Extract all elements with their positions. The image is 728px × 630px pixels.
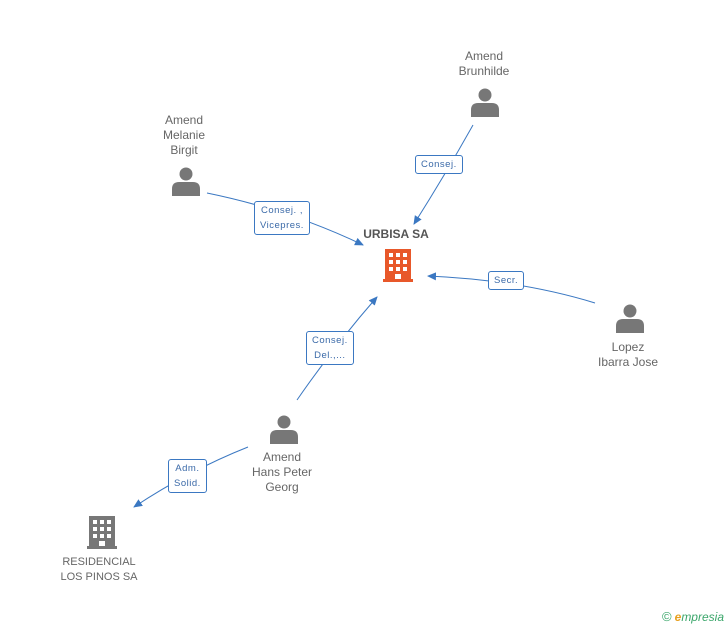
node-label-line: Amend — [262, 450, 302, 464]
node-label-hanspeter[interactable]: Amend Hans Peter Georg — [252, 450, 312, 495]
building-icon[interactable] — [87, 516, 117, 549]
person-icon[interactable] — [616, 304, 644, 334]
empresia-copyright[interactable]: ©empresia — [662, 609, 724, 624]
node-label-line: URBISA SA — [363, 227, 429, 241]
edge-brunhilde-urbisa — [413, 124, 474, 225]
node-label-line: Georg — [265, 480, 299, 494]
edge-label-brunhilde-urbisa: Consej. — [415, 155, 463, 174]
node-label-line: LOS PINOS SA — [60, 571, 138, 583]
edge-label-hanspeter-residencial: Adm. Solid. — [168, 459, 207, 493]
node-label-line: Ibarra Jose — [597, 355, 659, 369]
building-icon[interactable] — [383, 249, 413, 282]
node-label-melanie[interactable]: Amend Melanie Birgit — [163, 113, 205, 158]
person-icon[interactable] — [270, 415, 298, 445]
empresia-logo-text: mpresia — [681, 610, 724, 624]
node-label-brunhilde[interactable]: Amend Brunhilde — [459, 49, 510, 79]
node-label-urbisa[interactable]: URBISA SA — [363, 227, 429, 242]
node-label-line: Amend — [464, 49, 504, 63]
node-label-line: Brunhilde — [458, 64, 510, 78]
edge-label-line: Vicepres. — [260, 220, 304, 231]
edge-label-hanspeter-urbisa: Consej. Del.,... — [306, 331, 354, 365]
edge-label-line: Adm. — [175, 463, 200, 474]
copyright-icon: © — [662, 609, 672, 624]
node-label-line: Amend — [164, 113, 204, 127]
node-label-residencial[interactable]: RESIDENCIAL LOS PINOS SA — [60, 555, 137, 585]
node-label-line: Hans Peter — [251, 465, 313, 479]
node-label-line: RESIDENCIAL — [62, 556, 136, 568]
edge-label-line: Consej. — [421, 159, 457, 170]
edge-label-line: Del.,... — [314, 350, 346, 361]
edge-label-melanie-urbisa: Consej. , Vicepres. — [254, 201, 310, 235]
edge-label-line: Consej. — [312, 335, 348, 346]
person-icon[interactable] — [172, 167, 200, 197]
node-label-lopez[interactable]: Lopez Ibarra Jose — [598, 340, 658, 370]
node-label-line: Birgit — [170, 143, 198, 157]
edge-label-lopez-urbisa: Secr. — [488, 271, 525, 290]
edge-label-line: Consej. , — [260, 205, 303, 216]
node-label-line: Melanie — [162, 128, 206, 142]
node-label-line: Lopez — [611, 340, 645, 354]
edge-label-line: Secr. — [494, 275, 519, 286]
person-icon[interactable] — [471, 88, 499, 118]
empresia-logo-initial: e — [674, 610, 682, 624]
edge-label-line: Solid. — [174, 478, 201, 489]
